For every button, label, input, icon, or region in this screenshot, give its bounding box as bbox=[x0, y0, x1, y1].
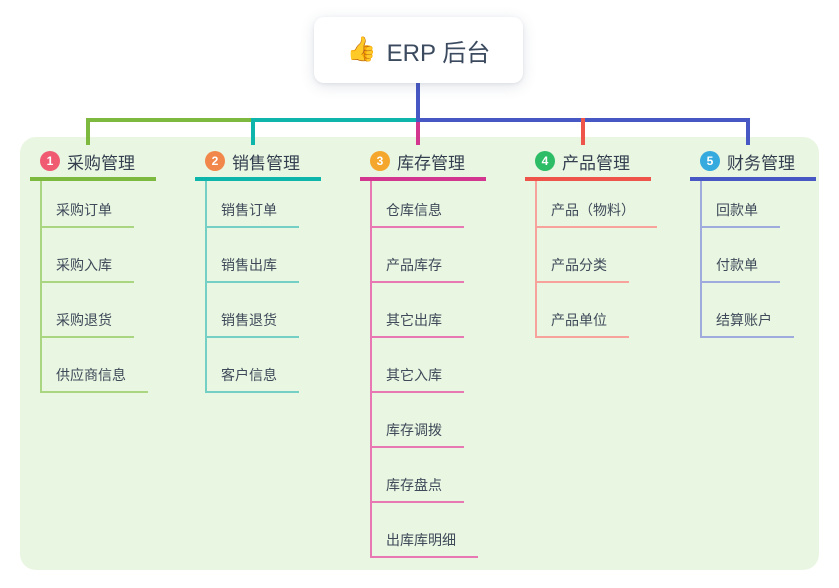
connector-root-line bbox=[416, 83, 420, 122]
connector-drop-inventory bbox=[416, 122, 420, 145]
child-node[interactable]: 客户信息 bbox=[207, 338, 350, 393]
branch-label: 产品管理 bbox=[562, 153, 630, 173]
connector-bus-purchase bbox=[86, 118, 253, 122]
child-label: 产品库存 bbox=[372, 255, 464, 283]
connector-drop-sales bbox=[251, 118, 255, 145]
branch-inventory: 3 库存管理 仓库信息 产品库存 其它出库 其它入库 库存调拨 库存盘点 出库库… bbox=[360, 145, 515, 558]
child-label: 采购订单 bbox=[42, 200, 134, 228]
thumbs-up-icon: 👍 bbox=[346, 36, 377, 63]
branch-label: 采购管理 bbox=[67, 153, 135, 173]
child-node[interactable]: 采购入库 bbox=[42, 228, 185, 283]
child-node[interactable]: 库存调拨 bbox=[372, 393, 515, 448]
child-label: 库存盘点 bbox=[372, 475, 464, 503]
child-node[interactable]: 产品单位 bbox=[537, 283, 680, 338]
branch-purchase: 1 采购管理 采购订单 采购入库 采购退货 供应商信息 bbox=[30, 145, 185, 393]
branch-number-badge: 1 bbox=[40, 151, 60, 171]
branch-children: 产品（物料） 产品分类 产品单位 bbox=[535, 181, 680, 338]
branch-number-badge: 3 bbox=[370, 151, 390, 171]
connector-drop-purchase bbox=[86, 118, 90, 145]
branch-children: 销售订单 销售出库 销售退货 客户信息 bbox=[205, 181, 350, 393]
child-node[interactable]: 销售出库 bbox=[207, 228, 350, 283]
branch-label: 库存管理 bbox=[397, 153, 465, 173]
connector-drop-finance bbox=[746, 118, 750, 145]
branch-title-purchase[interactable]: 1 采购管理 bbox=[30, 145, 156, 181]
branch-children: 仓库信息 产品库存 其它出库 其它入库 库存调拨 库存盘点 出库库明细 bbox=[370, 181, 515, 558]
branch-label: 销售管理 bbox=[232, 153, 300, 173]
branch-title-finance[interactable]: 5 财务管理 bbox=[690, 145, 816, 181]
child-node[interactable]: 出库库明细 bbox=[372, 503, 515, 558]
mindmap-panel bbox=[20, 137, 819, 570]
child-label: 付款单 bbox=[702, 255, 780, 283]
root-node[interactable]: 👍 ERP 后台 bbox=[314, 17, 523, 83]
branch-product: 4 产品管理 产品（物料） 产品分类 产品单位 bbox=[525, 145, 680, 338]
branch-title-inventory[interactable]: 3 库存管理 bbox=[360, 145, 486, 181]
child-node[interactable]: 结算账户 bbox=[702, 283, 839, 338]
child-label: 采购退货 bbox=[42, 310, 134, 338]
connector-drop-product bbox=[581, 118, 585, 145]
child-node[interactable]: 仓库信息 bbox=[372, 181, 515, 228]
child-label: 库存调拨 bbox=[372, 420, 464, 448]
connector-bus-sales bbox=[251, 118, 420, 122]
branch-children: 回款单 付款单 结算账户 bbox=[700, 181, 839, 338]
branch-number-badge: 5 bbox=[700, 151, 720, 171]
root-label: ERP 后台 bbox=[386, 39, 491, 67]
child-node[interactable]: 产品分类 bbox=[537, 228, 680, 283]
child-node[interactable]: 销售订单 bbox=[207, 181, 350, 228]
child-node[interactable]: 采购订单 bbox=[42, 181, 185, 228]
child-node[interactable]: 产品库存 bbox=[372, 228, 515, 283]
child-node[interactable]: 回款单 bbox=[702, 181, 839, 228]
branch-sales: 2 销售管理 销售订单 销售出库 销售退货 客户信息 bbox=[195, 145, 350, 393]
child-node[interactable]: 产品（物料） bbox=[537, 181, 680, 228]
branch-number-badge: 4 bbox=[535, 151, 555, 171]
child-label: 销售订单 bbox=[207, 200, 299, 228]
child-label: 采购入库 bbox=[42, 255, 134, 283]
branch-number-badge: 2 bbox=[205, 151, 225, 171]
branch-finance: 5 财务管理 回款单 付款单 结算账户 bbox=[690, 145, 839, 338]
branch-title-sales[interactable]: 2 销售管理 bbox=[195, 145, 321, 181]
child-label: 客户信息 bbox=[207, 365, 299, 393]
child-label: 其它出库 bbox=[372, 310, 464, 338]
child-node[interactable]: 采购退货 bbox=[42, 283, 185, 338]
child-node[interactable]: 付款单 bbox=[702, 228, 839, 283]
child-node[interactable]: 库存盘点 bbox=[372, 448, 515, 503]
child-label: 其它入库 bbox=[372, 365, 464, 393]
child-label: 产品分类 bbox=[537, 255, 629, 283]
child-label: 回款单 bbox=[702, 200, 780, 228]
branch-title-product[interactable]: 4 产品管理 bbox=[525, 145, 651, 181]
child-node[interactable]: 其它入库 bbox=[372, 338, 515, 393]
child-label: 销售退货 bbox=[207, 310, 299, 338]
child-label: 结算账户 bbox=[702, 310, 794, 338]
child-node[interactable]: 供应商信息 bbox=[42, 338, 185, 393]
child-label: 供应商信息 bbox=[42, 365, 148, 393]
child-label: 出库库明细 bbox=[372, 530, 478, 558]
child-label: 产品（物料） bbox=[537, 200, 657, 228]
branch-label: 财务管理 bbox=[727, 153, 795, 173]
child-label: 产品单位 bbox=[537, 310, 629, 338]
child-label: 销售出库 bbox=[207, 255, 299, 283]
branch-children: 采购订单 采购入库 采购退货 供应商信息 bbox=[40, 181, 185, 393]
child-node[interactable]: 其它出库 bbox=[372, 283, 515, 338]
child-label: 仓库信息 bbox=[372, 200, 464, 228]
child-node[interactable]: 销售退货 bbox=[207, 283, 350, 338]
